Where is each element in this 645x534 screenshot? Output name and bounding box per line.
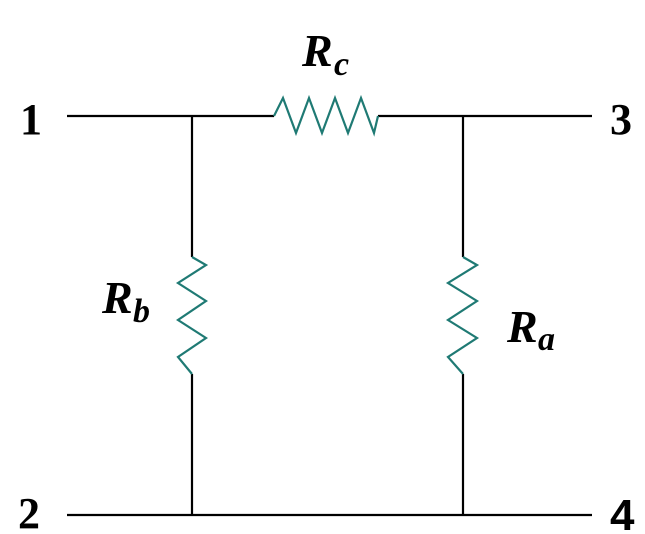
terminal-labels: 1 2 3 4: [18, 95, 635, 534]
terminal-3-label: 3: [610, 95, 632, 144]
label-rc-symbol: R: [301, 25, 333, 76]
resistor-ra: [445, 256, 480, 375]
label-rc-subscript: c: [334, 46, 349, 83]
label-ra-symbol: R: [506, 301, 538, 352]
label-ra: R a: [506, 301, 555, 358]
wires: [67, 114, 592, 517]
resistor-rb: [175, 256, 209, 375]
terminal-1-label: 1: [20, 95, 42, 144]
label-rb-symbol: R: [101, 272, 133, 323]
resistors: [175, 94, 480, 375]
terminal-4-label: 4: [610, 491, 635, 534]
label-ra-subscript: a: [538, 321, 555, 358]
terminal-2-label: 2: [18, 489, 40, 534]
resistor-labels: R c R b R a: [101, 25, 555, 358]
label-rb: R b: [101, 272, 150, 330]
label-rb-subscript: b: [133, 293, 150, 330]
label-rc: R c: [301, 25, 349, 83]
resistor-rc: [273, 94, 380, 137]
